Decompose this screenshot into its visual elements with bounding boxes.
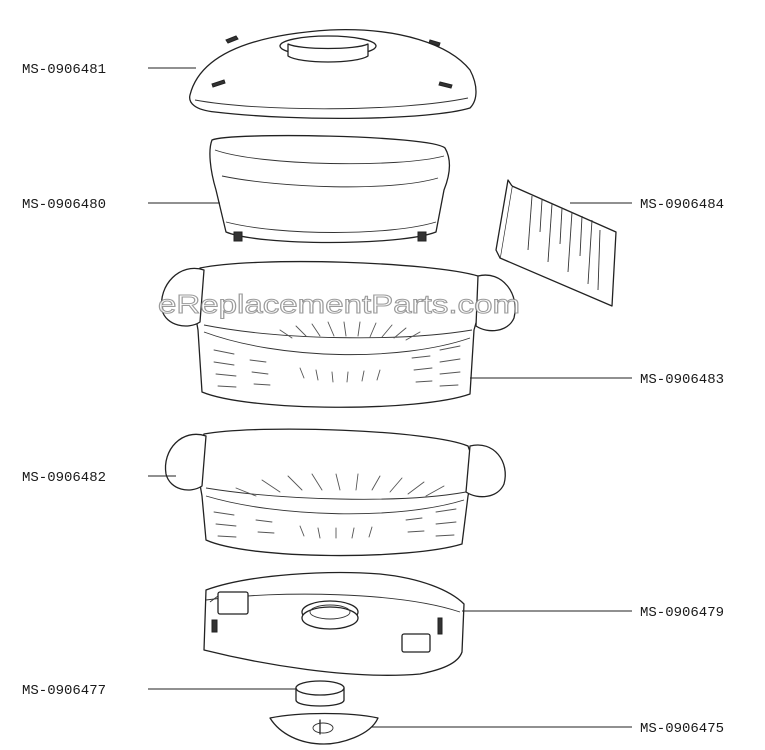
upper-basket-perforations bbox=[213, 345, 461, 388]
callout-lid: MS-0906481 bbox=[22, 62, 196, 78]
lid-drawing bbox=[189, 29, 477, 120]
part-label-upper-basket: MS-0906483 bbox=[640, 372, 724, 388]
lower-basket-drawing bbox=[164, 428, 506, 557]
callout-upper-basket: MS-0906483 bbox=[470, 372, 724, 388]
callout-base-cap: MS-0906477 bbox=[22, 683, 296, 699]
part-label-lower-basket: MS-0906482 bbox=[22, 470, 106, 486]
base-cap-drawing bbox=[295, 680, 345, 707]
callout-lower-basket: MS-0906482 bbox=[22, 470, 176, 486]
divider-drawing bbox=[495, 179, 617, 307]
callout-rice-bowl: MS-0906480 bbox=[22, 197, 220, 213]
callout-divider: MS-0906484 bbox=[570, 197, 724, 213]
part-label-drip-tray: MS-0906479 bbox=[640, 605, 724, 621]
upper-basket-slots bbox=[279, 321, 421, 341]
drip-tray-drawing bbox=[203, 571, 465, 676]
callout-drip-tray: MS-0906479 bbox=[462, 605, 724, 621]
part-label-base-plate: MS-0906475 bbox=[640, 721, 724, 737]
upper-basket-drawing bbox=[160, 260, 516, 408]
part-label-base-cap: MS-0906477 bbox=[22, 683, 106, 699]
part-label-lid: MS-0906481 bbox=[22, 62, 106, 78]
watermark: eReplacementParts.com bbox=[158, 289, 520, 319]
lower-basket-perforations bbox=[213, 508, 457, 539]
part-label-divider: MS-0906484 bbox=[640, 197, 724, 213]
rice-bowl-drawing bbox=[209, 134, 451, 244]
base-plate-drawing bbox=[269, 712, 379, 745]
lower-basket-slots bbox=[235, 473, 445, 497]
callout-base-plate: MS-0906475 bbox=[372, 721, 724, 737]
part-label-rice-bowl: MS-0906480 bbox=[22, 197, 106, 213]
